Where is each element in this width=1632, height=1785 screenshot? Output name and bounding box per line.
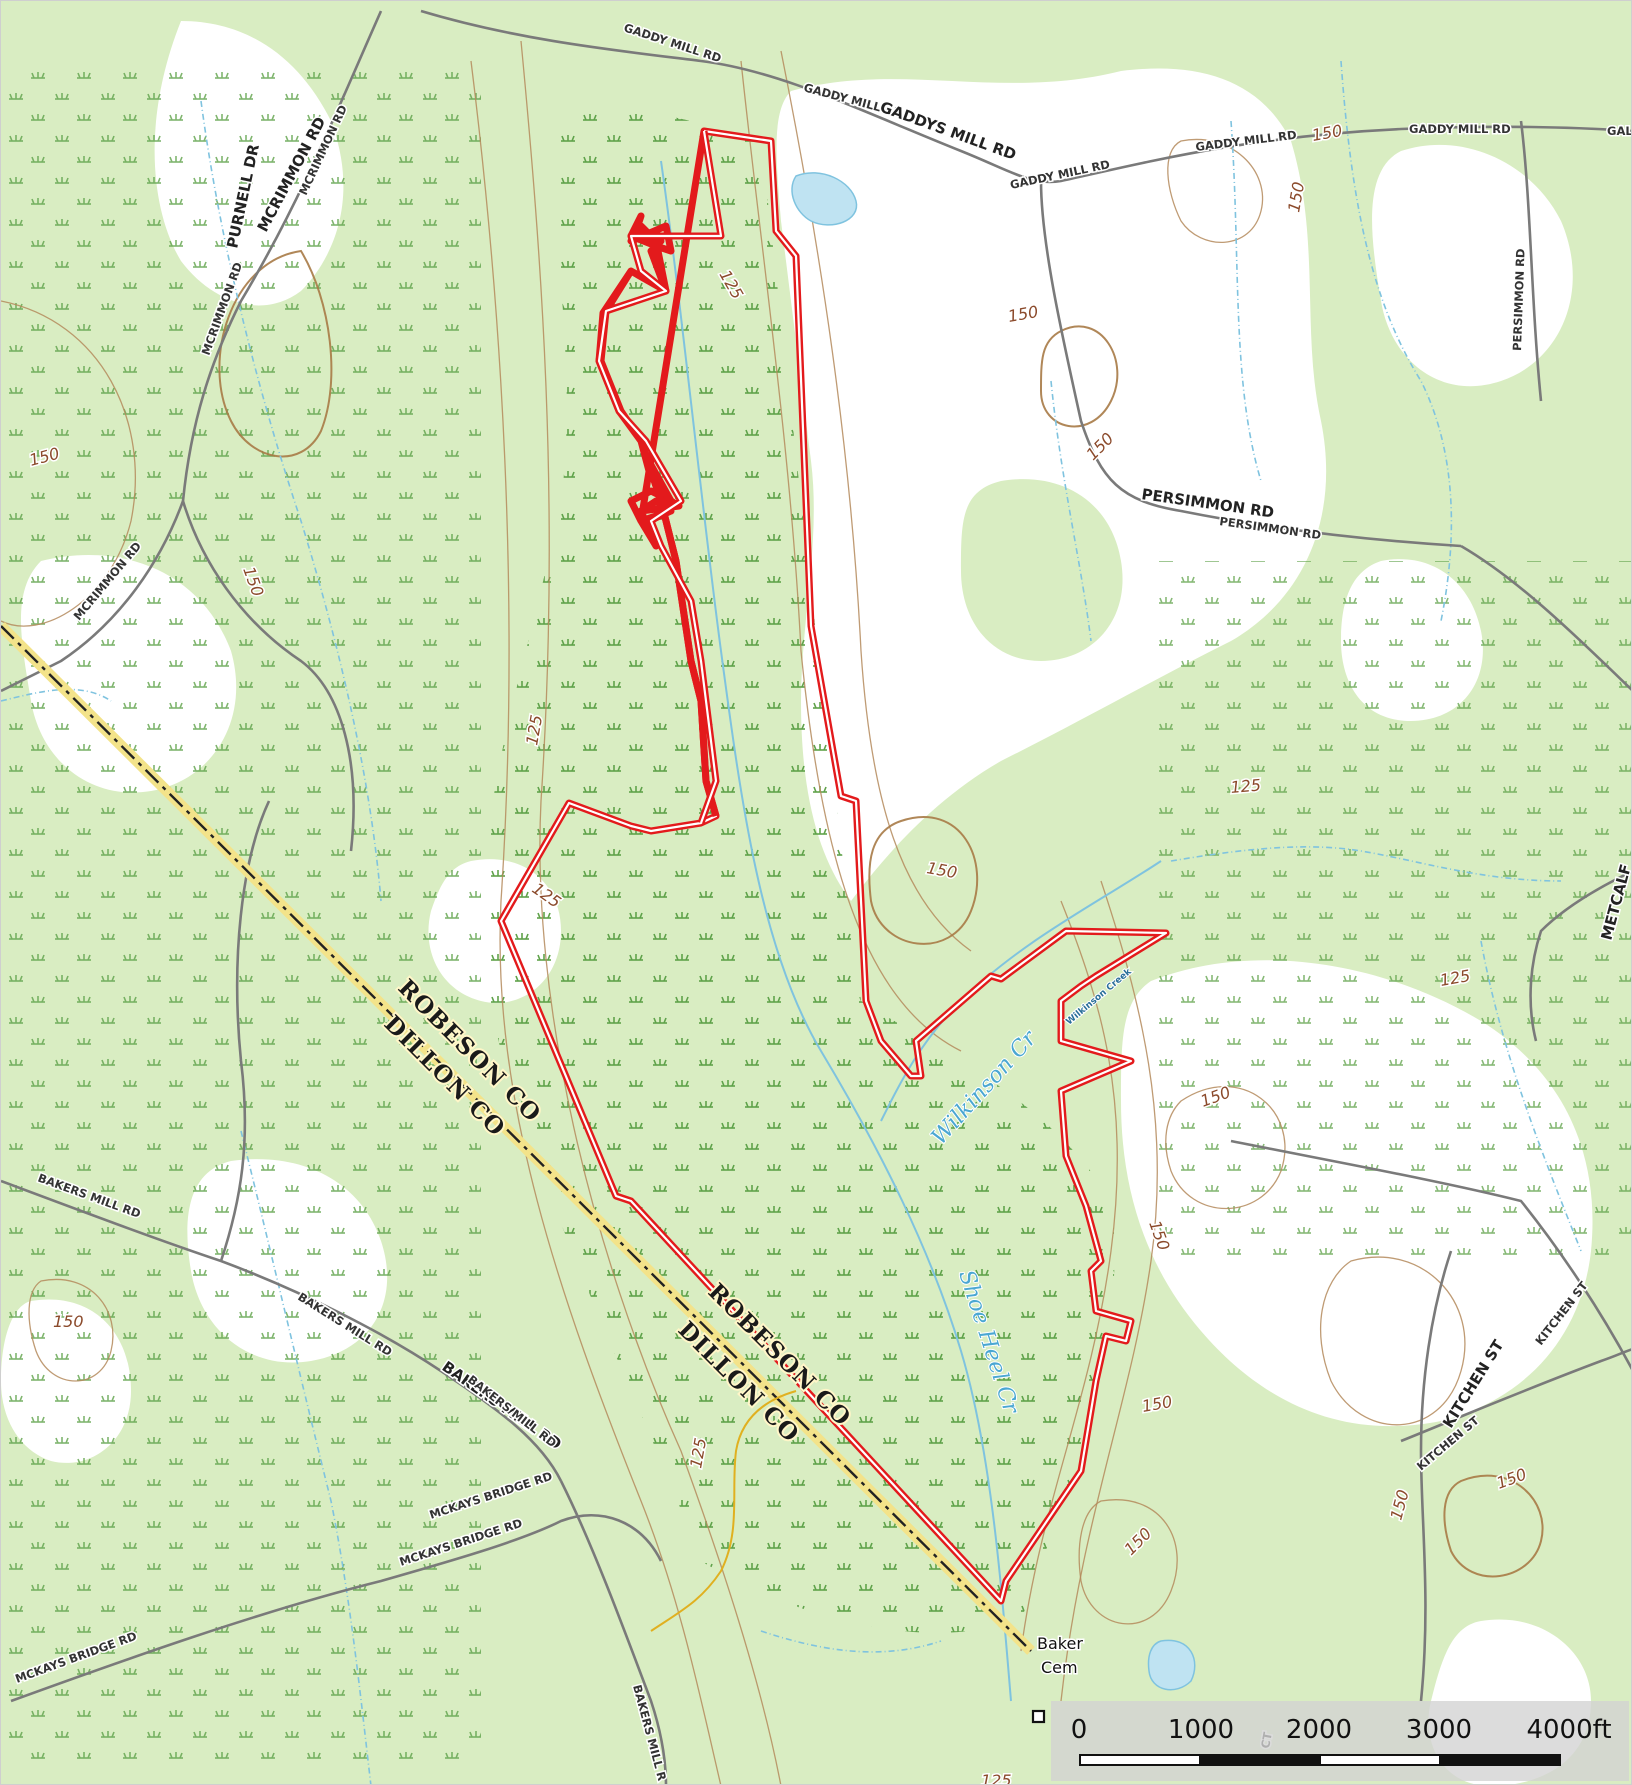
scale-segment bbox=[1439, 1754, 1561, 1766]
project-boundary bbox=[497, 127, 1170, 1605]
elevation-label: 125 bbox=[1230, 775, 1262, 797]
wetland-symbols-east bbox=[1151, 561, 1631, 1261]
scale-bar: 0 1000 2000 3000 4000ft bbox=[1051, 1701, 1629, 1781]
elevation-label: 150 bbox=[53, 1312, 84, 1331]
wetland-symbols bbox=[483, 108, 1115, 1633]
streams bbox=[1, 60, 1582, 1784]
county-boundary bbox=[1, 622, 1035, 1655]
place-label-cem: Cem bbox=[1041, 1658, 1078, 1677]
road-label-gaddy-mill: GADDY MILL RD bbox=[1409, 122, 1511, 136]
ponds bbox=[791, 172, 1196, 1691]
elevation-label: 125 bbox=[686, 1436, 710, 1469]
cemetery: Baker Cem bbox=[1031, 1633, 1085, 1724]
scale-segment bbox=[1201, 1754, 1321, 1766]
scale-label: 1000 bbox=[1167, 1715, 1235, 1745]
scale-label: 2000 bbox=[1285, 1715, 1353, 1745]
scale-label: 0 bbox=[1070, 1715, 1088, 1745]
roads bbox=[1, 9, 1631, 1784]
scale-segment bbox=[1319, 1754, 1441, 1766]
scale-segment bbox=[1079, 1754, 1201, 1766]
scale-label: 4000ft bbox=[1526, 1715, 1612, 1745]
trail-line bbox=[650, 1390, 797, 1632]
elevation-label: 125 bbox=[981, 1771, 1012, 1785]
building-icon bbox=[1031, 1709, 1046, 1724]
place-label-baker: Baker bbox=[1037, 1634, 1083, 1653]
road-label-gaddy-mill-edge: GAL bbox=[1607, 124, 1632, 138]
road-label-persimmon: PERSIMMON RD bbox=[1510, 248, 1528, 351]
scale-label: 3000 bbox=[1405, 1715, 1473, 1745]
